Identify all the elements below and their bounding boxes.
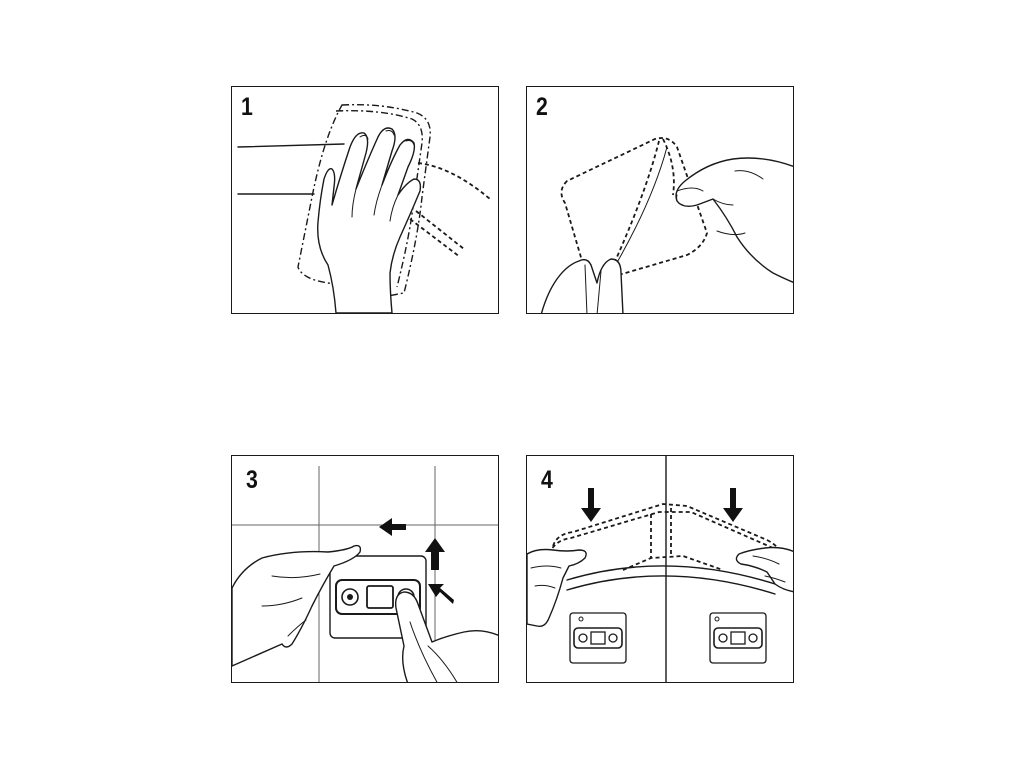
shelf-outline <box>552 503 784 563</box>
cloth-outline <box>297 104 431 298</box>
step-4-number: 4 <box>541 466 553 494</box>
bracket-slot <box>590 631 606 645</box>
screw-hole-center <box>347 594 353 600</box>
shelf-rail <box>566 575 776 595</box>
shelf-rail <box>566 565 776 585</box>
right-hand <box>675 157 793 283</box>
shelf-outline <box>622 555 724 571</box>
finger-lines <box>530 565 562 589</box>
hand <box>317 127 422 313</box>
liner-fold <box>662 138 675 196</box>
cloth-outline <box>335 110 423 288</box>
step-2-panel: 2 <box>526 86 794 314</box>
step-3-illustration <box>232 466 498 682</box>
peeled-liner-edge <box>606 140 660 280</box>
left-hand <box>527 548 587 628</box>
arrow-down-icon <box>581 488 601 522</box>
left-hand <box>232 544 362 667</box>
right-hand <box>735 546 793 593</box>
shelf-outline <box>548 511 787 569</box>
screw-hole <box>748 633 758 643</box>
step-3-panel: 3 <box>231 455 499 683</box>
step-3-number: 3 <box>246 466 258 494</box>
arrow-left-icon <box>379 518 406 536</box>
arrow-up-icon <box>425 538 445 570</box>
surface-outline <box>417 162 491 200</box>
finger-lines <box>261 573 321 637</box>
step-2-number: 2 <box>536 93 548 121</box>
step-1-panel: 1 <box>231 86 499 314</box>
step-2-illustration <box>540 137 793 313</box>
step-4-illustration <box>527 456 793 682</box>
screw-hole <box>608 633 618 643</box>
bracket-slot <box>730 631 746 645</box>
screw-hole <box>718 633 728 643</box>
arrow-down-icon <box>723 488 743 522</box>
fingernails <box>359 130 415 146</box>
step-1-illustration <box>237 104 491 313</box>
step-1-number: 1 <box>241 93 253 121</box>
fingernail <box>676 194 684 206</box>
bracket-slot <box>366 585 394 609</box>
finger-lines <box>409 621 458 682</box>
pad-tab <box>714 616 720 622</box>
screw-hole <box>578 633 588 643</box>
pad-tab <box>578 616 584 622</box>
finger-lines <box>676 170 764 236</box>
leader-line <box>237 143 345 148</box>
left-hand <box>540 258 624 313</box>
finger-lines <box>351 184 399 222</box>
surface-outline <box>409 210 465 258</box>
finger-lines <box>584 264 602 313</box>
right-hand <box>394 591 498 682</box>
shelf-outline <box>650 508 672 558</box>
arrow-diagonal-icon <box>428 584 454 604</box>
finger-lines <box>752 555 786 583</box>
step-4-panel: 4 <box>526 455 794 683</box>
adhesive-pad-outline <box>560 137 708 281</box>
